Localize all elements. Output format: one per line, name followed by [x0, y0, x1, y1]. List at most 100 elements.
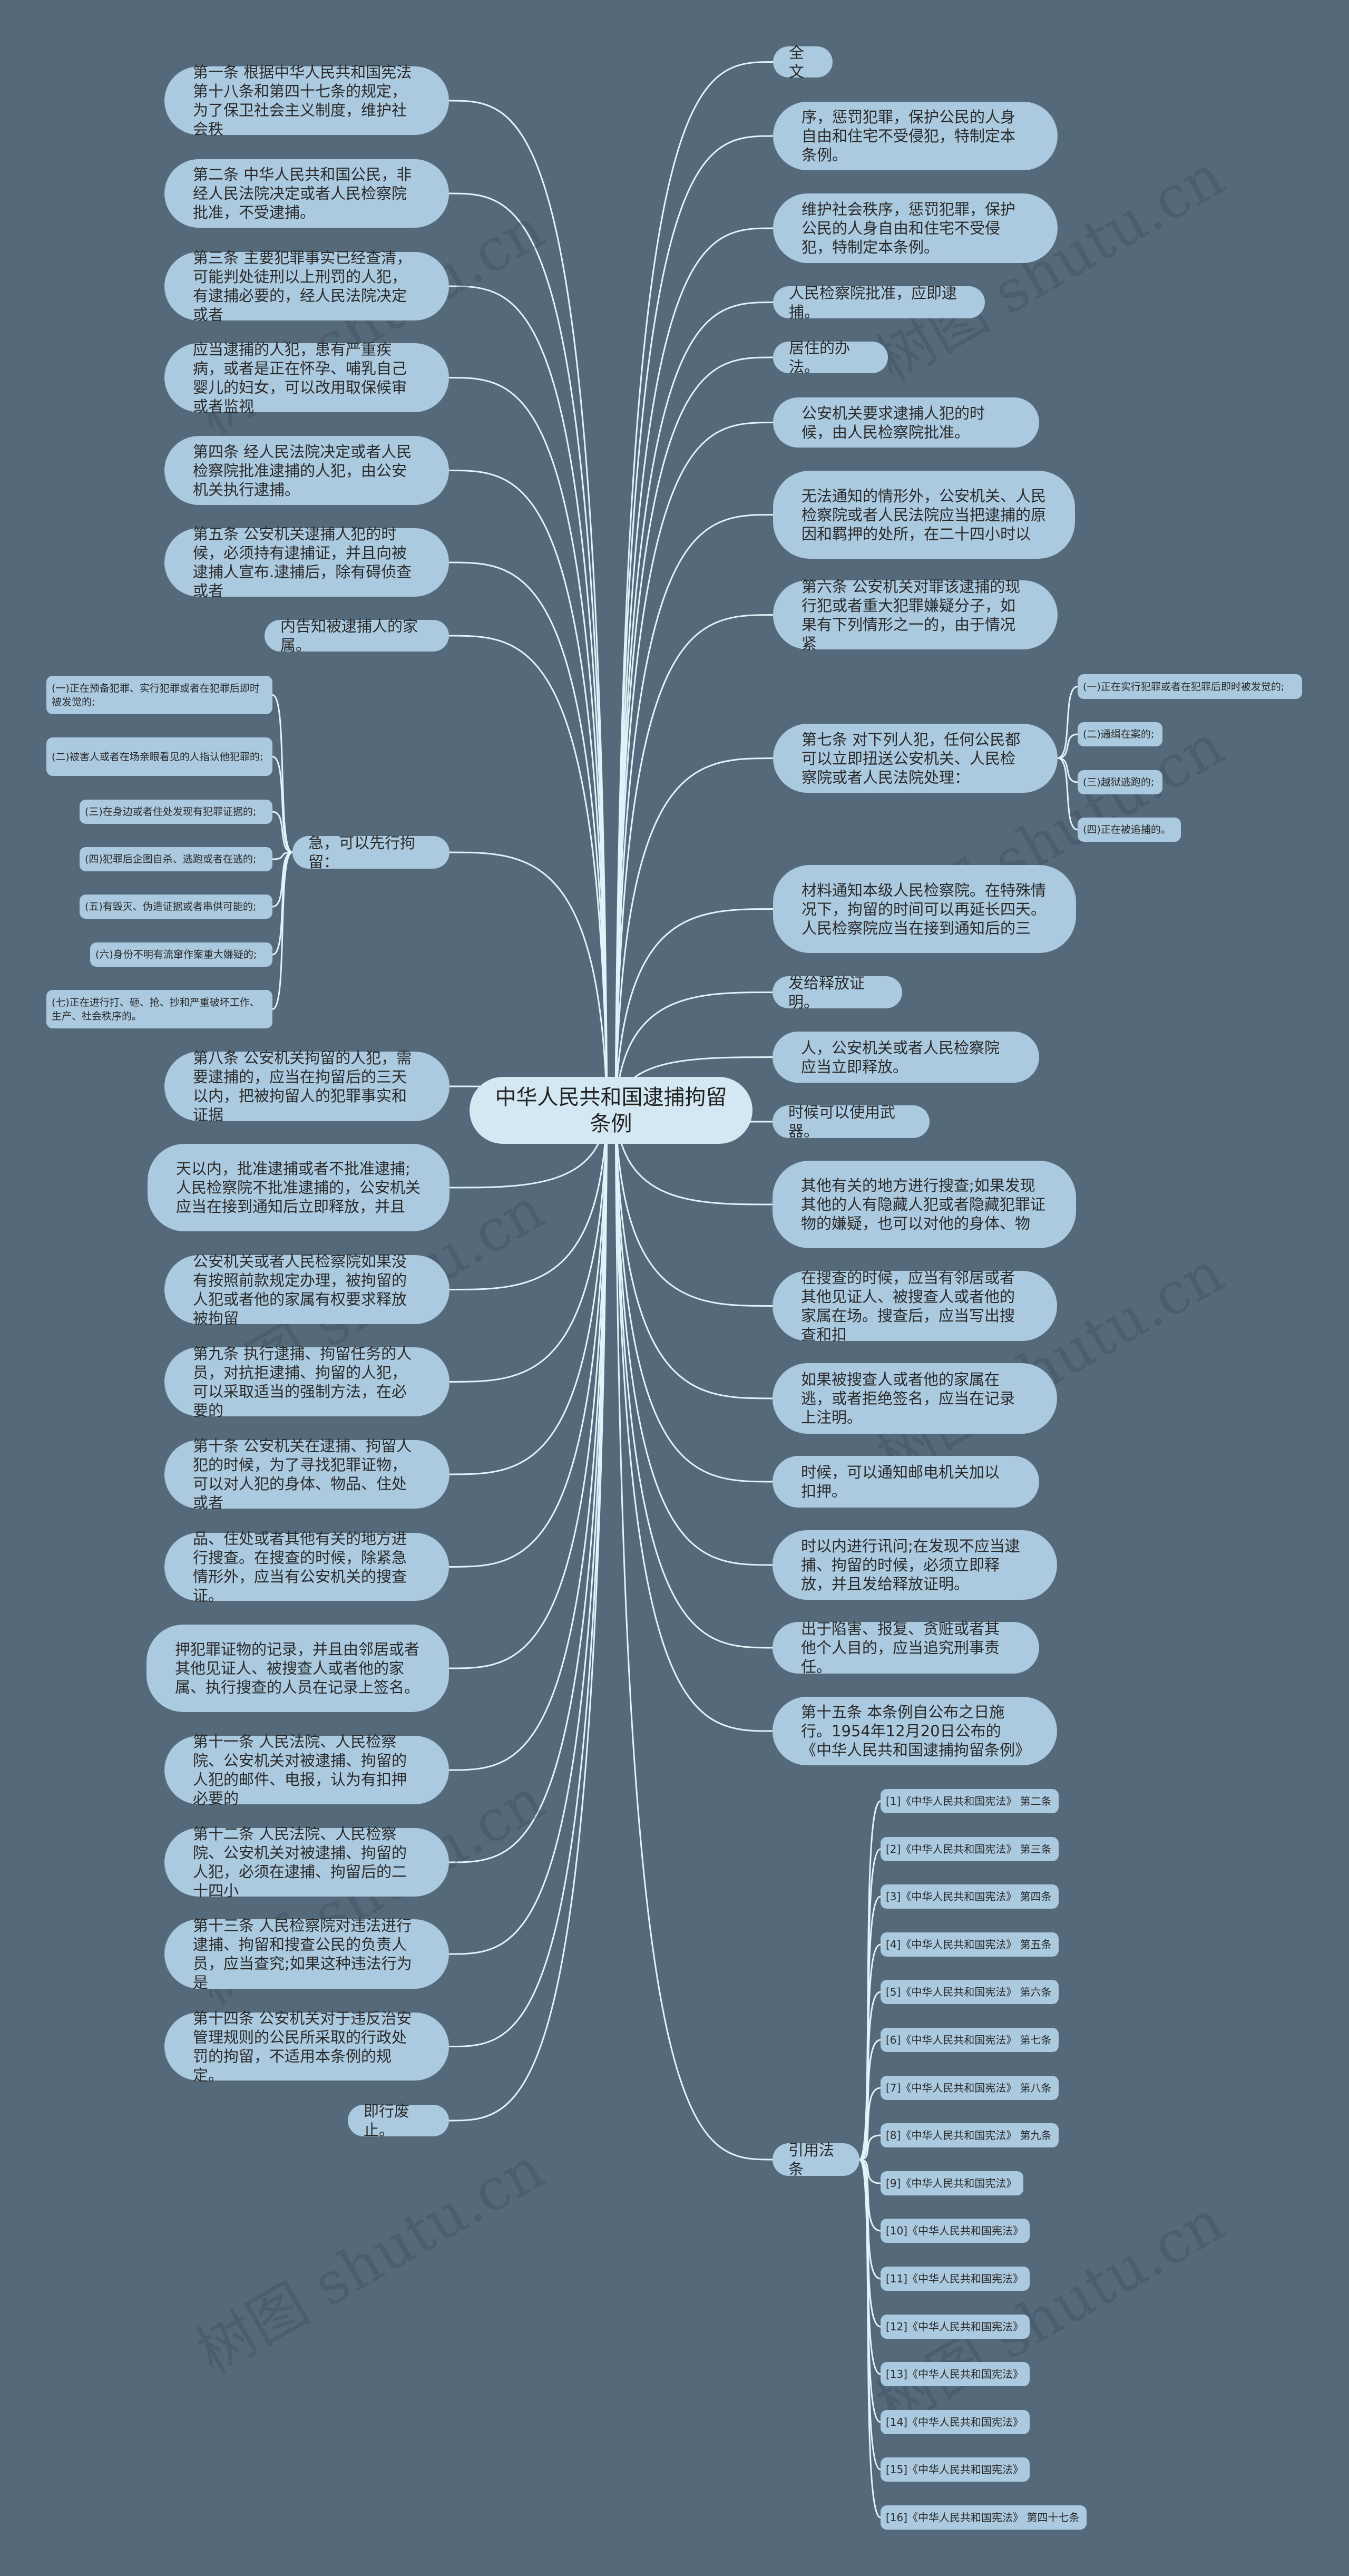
topic-node-right[interactable]: 维护社会秩序，惩罚犯罪，保护公民的人身自由和住宅不受侵犯，特制定本条例。: [773, 193, 1058, 263]
topic-node-left[interactable]: 第十二条 人民法院、人民检察院、公安机关对被逮捕、拘留的人犯，必须在逮捕、拘留后…: [164, 1825, 449, 1900]
topic-node-left[interactable]: 第八条 公安机关拘留的人犯，需要逮捕的，应当在拘留后的三天以内，把被拘留人的犯罪…: [164, 1049, 449, 1124]
citation-item[interactable]: [14]《中华人民共和国宪法》: [881, 2410, 1030, 2434]
connector-line: [1057, 733, 1078, 759]
topic-node-right[interactable]: 时候可以使用武器。: [773, 1103, 930, 1140]
subtopic-node-left[interactable]: (四)犯罪后企图自杀、逃跑或者在逃的;: [80, 847, 272, 871]
topic-node-left[interactable]: 即行废止。: [348, 2102, 449, 2139]
connector-line: [448, 100, 608, 1111]
connector-line: [859, 2159, 881, 2184]
citation-item[interactable]: [16]《中华人民共和国宪法》 第四十七条: [881, 2505, 1087, 2530]
topic-node-right[interactable]: 居住的办法。: [773, 339, 888, 376]
connector-line: [614, 1110, 773, 1399]
citation-item[interactable]: [7]《中华人民共和国宪法》 第八条: [881, 2076, 1059, 2100]
topic-node-left[interactable]: 第一条 根据中华人民共和国宪法第十八条和第四十七条的规定，为了保卫社会主义制度，…: [164, 63, 449, 138]
topic-node-left[interactable]: 第十一条 人民法院、人民检察院、公安机关对被逮捕、拘留的人犯的邮件、电报，认为有…: [164, 1733, 449, 1807]
subtopic-node-right[interactable]: (二)通缉在案的;: [1078, 722, 1162, 746]
citation-item[interactable]: [12]《中华人民共和国宪法》: [881, 2315, 1030, 2339]
topic-node-left[interactable]: 第五条 公安机关逮捕人犯的时候，必须持有逮捕证，并且向被逮捕人宣布.逮捕后，除有…: [164, 525, 449, 600]
citation-item[interactable]: [15]《中华人民共和国宪法》: [881, 2457, 1030, 2482]
topic-node-right[interactable]: 人民检察院批准，应即逮捕。: [773, 284, 985, 321]
citation-item[interactable]: [10]《中华人民共和国宪法》: [881, 2219, 1030, 2243]
topic-node-left[interactable]: 押犯罪证物的记录，并且由邻居或者其他见证人、被搜查人或者他的家属、执行搜查的人员…: [146, 1625, 449, 1712]
connector-line: [859, 2159, 881, 2375]
topic-node-left[interactable]: 内告知被逮捕人的家属。: [265, 617, 449, 654]
topic-node-left[interactable]: 天以内，批准逮捕或者不批准逮捕;人民检察院不批准逮捕的，公安机关应当在接到通知后…: [148, 1144, 449, 1231]
topic-node-right[interactable]: 全文: [773, 44, 833, 81]
subtopic-node-left[interactable]: (五)有毁灭、伪造证据或者串供可能的;: [80, 895, 272, 919]
connector-line: [859, 1991, 881, 2161]
subtopic-node-right[interactable]: (三)越狱逃跑的;: [1078, 770, 1162, 794]
connector-line: [614, 614, 774, 1111]
connector-line: [614, 1110, 773, 1732]
connector-line: [272, 851, 293, 860]
subtopic-node-right[interactable]: (一)正在实行犯罪或者在犯罪后即时被发觉的;: [1078, 674, 1302, 699]
connector-line: [859, 2039, 881, 2161]
citation-item[interactable]: [3]《中华人民共和国宪法》 第四条: [881, 1884, 1059, 1909]
connector-line: [1057, 757, 1078, 831]
connector-line: [449, 1110, 608, 1383]
connector-line: [859, 2159, 881, 2328]
connector-line: [448, 1110, 608, 1771]
topic-node-right[interactable]: 出于陷害、报复、贪赃或者其他个人目的，应当追究刑事责任。: [773, 1620, 1039, 1676]
topic-node-right[interactable]: 无法通知的情形外，公安机关、人民检察院或者人民法院应当把逮捕的原因和羁押的处所，…: [773, 471, 1075, 559]
subtopic-node-left[interactable]: (三)在身边或者住处发现有犯罪证据的;: [80, 800, 272, 824]
topic-node-left[interactable]: 品、住处或者其他有关的地方进行搜查。在搜查的时候，除紧急情形外，应当有公安机关的…: [164, 1530, 449, 1605]
topic-node-right[interactable]: 时以内进行讯问;在发现不应当逮捕、拘留的时候，必须立即释放，并且发给释放证明。: [773, 1530, 1057, 1600]
topic-node-right[interactable]: 人，公安机关或者人民检察院应当立即释放。: [773, 1032, 1039, 1083]
subtopic-node-left[interactable]: (二)被害人或者在场亲眼看见的人指认他犯罪的;: [46, 737, 272, 776]
central-topic[interactable]: 中华人民共和国逮捕拘留条例: [470, 1077, 752, 1144]
connector-line: [614, 1110, 773, 1483]
connector-line: [448, 1110, 608, 1955]
topic-node-left[interactable]: 公安机关或者人民检察院如果没有按照前款规定办理，被拘留的人犯或者他的家属有权要求…: [164, 1252, 449, 1327]
topic-node-right[interactable]: 其他有关的地方进行搜查;如果发现其他的人有隐藏人犯或者隐藏犯罪证物的嫌疑，也可以…: [773, 1161, 1076, 1248]
connector-line: [448, 1110, 608, 2122]
citation-item[interactable]: [1]《中华人民共和国宪法》 第二条: [881, 1789, 1059, 1813]
subtopic-node-right[interactable]: (四)正在被追捕的。: [1078, 818, 1181, 842]
topic-node-left[interactable]: 第二条 中华人民共和国公民，非经人民法院决定或者人民检察院批准，不受逮捕。: [164, 159, 449, 228]
citation-item[interactable]: [4]《中华人民共和国宪法》 第五条: [881, 1932, 1059, 1957]
topic-node-right[interactable]: 序，惩罚犯罪，保护公民的人身自由和住宅不受侵犯，特制定本条例。: [773, 102, 1058, 170]
citation-item[interactable]: [6]《中华人民共和国宪法》 第七条: [881, 2028, 1059, 2052]
topic-node-right[interactable]: 第七条 对下列人犯，任何公民都可以立即扭送公安机关、人民检察院或者人民法院处理：: [773, 724, 1058, 793]
connector-line: [614, 991, 773, 1111]
citation-item[interactable]: [11]《中华人民共和国宪法》: [881, 2267, 1030, 2291]
topic-node-left[interactable]: 第十四条 公安机关对于违反治安管理规则的公民所采取的行政处罚的拘留，不适用本条例…: [164, 2009, 449, 2084]
citation-item[interactable]: [5]《中华人民共和国宪法》 第六条: [881, 1980, 1059, 2004]
topic-node-right[interactable]: 公安机关要求逮捕人犯的时候，由人民检察院批准。: [773, 397, 1039, 448]
citation-item[interactable]: [9]《中华人民共和国宪法》: [881, 2171, 1023, 2195]
connector-line: [448, 635, 608, 1111]
topic-node-left[interactable]: 急，可以先行拘留：: [292, 834, 449, 871]
citation-item[interactable]: [2]《中华人民共和国宪法》 第三条: [881, 1837, 1059, 1861]
topic-node-right[interactable]: 材料通知本级人民检察院。在特殊情况下，拘留的时间可以再延长四天。人民检察院应当在…: [773, 865, 1076, 953]
citations-node[interactable]: 引用法条: [773, 2141, 859, 2178]
topic-node-left[interactable]: 第三条 主要犯罪事实已经查清，可能判处徒刑以上刑罚的人犯，有逮捕必要的，经人民法…: [164, 249, 449, 324]
connector-line: [614, 1110, 773, 1566]
topic-node-left[interactable]: 第九条 执行逮捕、拘留任务的人员，对抗拒逮捕、拘留的人犯，可以采取适当的强制方法…: [164, 1345, 449, 1420]
subtopic-node-left[interactable]: (一)正在预备犯罪、实行犯罪或者在犯罪后即时被发觉的;: [46, 676, 272, 714]
topic-node-left[interactable]: 应当逮捕的人犯，患有严重疾病，或者是正在怀孕、哺乳自己婴儿的妇女，可以改用取保候…: [164, 341, 449, 415]
topic-node-right[interactable]: 发给释放证明。: [773, 974, 902, 1011]
topic-node-right[interactable]: 时候，可以通知邮电机关加以扣押。: [773, 1456, 1039, 1508]
connector-line: [448, 1110, 608, 1669]
topic-node-right[interactable]: 在搜查的时候，应当有邻居或者其他见证人、被搜查人或者他的家属在场。搜查后，应当写…: [773, 1269, 1057, 1344]
subtopic-node-left[interactable]: (六)身份不明有流窜作案重大嫌疑的;: [90, 942, 272, 967]
topic-node-left[interactable]: 第十三条 人民检察院对违法进行逮捕、拘留和搜查公民的负责人员，应当查究;如果这种…: [164, 1917, 449, 1991]
connector-line: [858, 1848, 881, 2161]
connector-line: [448, 377, 608, 1111]
connector-line: [448, 1110, 608, 1863]
topic-node-right[interactable]: 如果被搜查人或者他的家属在逃，或者拒绝签名，应当在记录上注明。: [773, 1363, 1057, 1434]
connector-line: [614, 908, 774, 1111]
topic-node-left[interactable]: 第四条 经人民法院决定或者人民检察院批准逮捕的人犯，由公安机关执行逮捕。: [164, 436, 449, 505]
connector-line: [448, 285, 608, 1111]
topic-node-left[interactable]: 第十条 公安机关在逮捕、拘留人犯的时候，为了寻找犯罪证物，可以对人犯的身体、物品…: [164, 1437, 449, 1512]
connector-line: [614, 1110, 773, 1307]
subtopic-node-left[interactable]: (七)正在进行打、砸、抢、抄和严重破坏工作、生产、社会秩序的。: [46, 990, 272, 1028]
citation-item[interactable]: [13]《中华人民共和国宪法》: [881, 2362, 1030, 2386]
connector-line: [614, 61, 774, 1111]
connector-line: [448, 561, 608, 1111]
citation-item[interactable]: [8]《中华人民共和国宪法》 第九条: [881, 2123, 1059, 2147]
connector-line: [449, 1110, 608, 1290]
topic-node-right[interactable]: 第十五条 本条例自公布之日施行。1954年12月20日公布的《中华人民共和国逮捕…: [773, 1697, 1057, 1765]
connector-line: [858, 2159, 881, 2519]
topic-node-right[interactable]: 第六条 公安机关对罪该逮捕的现行犯或者重大犯罪嫌疑分子，如果有下列情形之一的，由…: [773, 578, 1058, 653]
